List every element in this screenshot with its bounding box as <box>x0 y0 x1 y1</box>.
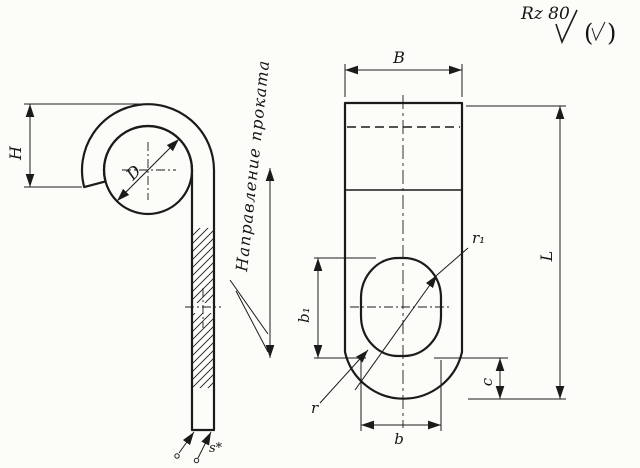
leg-hatching <box>192 228 214 388</box>
dimension-b-label: b <box>394 430 404 448</box>
thickness-leaders: s* <box>174 431 223 464</box>
dimension-c-label: c <box>478 377 496 386</box>
note-leader-line <box>235 290 269 353</box>
leader-dot <box>193 457 200 464</box>
note-leader-line <box>229 279 269 335</box>
leader-line <box>178 431 195 454</box>
leader-line <box>319 349 369 404</box>
dimension-D-label: D <box>122 161 145 184</box>
diameter-line <box>116 138 180 202</box>
dimension-b: b <box>360 360 442 448</box>
dimension-B: B <box>344 48 463 97</box>
dimension-r-label: r <box>311 399 319 417</box>
dimension-H-label: H <box>6 145 25 161</box>
front-view: B L b₁ b c <box>295 48 566 448</box>
leader-line <box>436 247 469 276</box>
dimension-r1-label: r₁ <box>472 229 485 247</box>
paren-open-label: ( <box>584 19 593 47</box>
roughness-check-small-icon <box>591 21 606 42</box>
side-view: D H <box>6 103 223 464</box>
leader-line <box>354 274 438 391</box>
leader-line <box>197 431 212 459</box>
leader-r1: r₁ <box>354 229 485 391</box>
dimension-b1-label: b₁ <box>295 307 313 323</box>
dimension-c: c <box>434 357 508 399</box>
dimension-L-label: L <box>537 251 556 263</box>
roughness-check-icon <box>555 9 578 45</box>
plate-outline <box>343 101 464 400</box>
leader-r: r <box>311 349 369 417</box>
hook-hole-circle <box>102 124 194 216</box>
dimension-s-label: s* <box>209 441 223 456</box>
dimension-H: H <box>6 103 148 188</box>
dimension-B-label: B <box>392 48 405 67</box>
paren-close-label: ) <box>607 19 616 47</box>
hook-profile <box>80 103 216 432</box>
rolling-direction-note: Направление проката <box>229 59 275 358</box>
dimension-L: L <box>466 105 566 400</box>
surface-finish-note: Rz 80 ( ) <box>520 4 616 47</box>
leader-dot <box>174 453 180 459</box>
roughness-value-label: Rz 80 <box>520 4 570 24</box>
rolling-direction-label: Направление проката <box>232 59 273 274</box>
dimension-b1: b₁ <box>295 257 376 359</box>
